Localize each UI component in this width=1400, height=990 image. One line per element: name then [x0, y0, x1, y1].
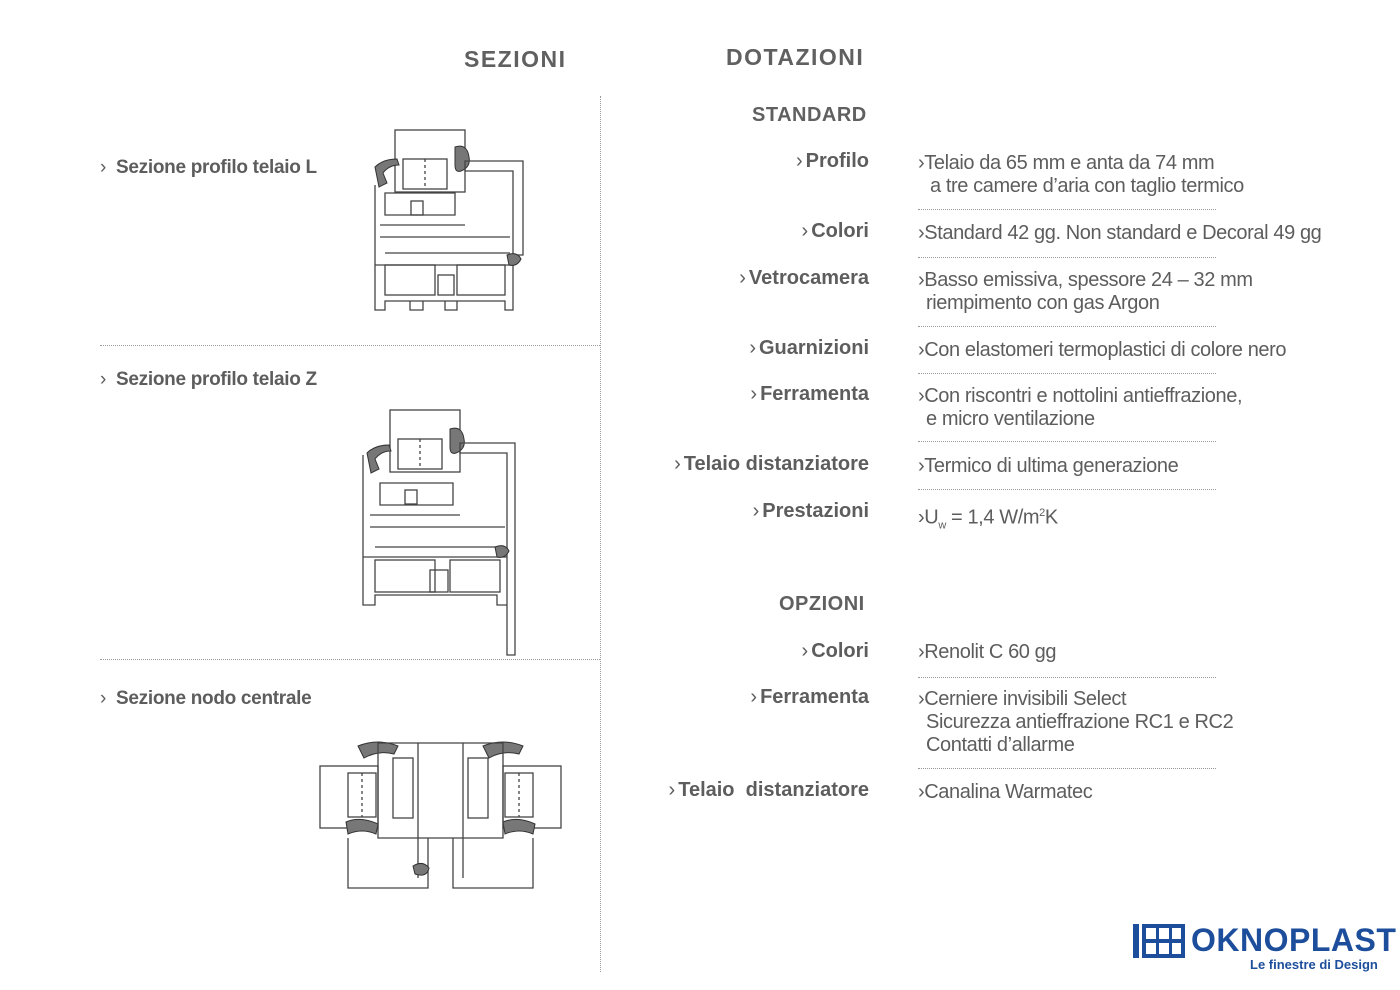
label-telaio-distanziatore: ›Telaio distanziatore [674, 453, 869, 475]
oknoplast-window-logo-icon [1133, 924, 1185, 958]
label-ferramenta: ›Ferramenta [750, 383, 869, 405]
row-divider [918, 209, 1216, 210]
row-divider [918, 257, 1216, 258]
profile-L-drawing [374, 129, 524, 311]
section-label-nodo-centrale: ›Sezione nodo centrale [100, 688, 312, 709]
value-telaio-distanziatore: ›Termico di ultima generazione [918, 455, 1179, 477]
value-opzioni-telaio-distanziatore: ›Canalina Warmatec [918, 781, 1093, 803]
vertical-divider [600, 96, 601, 972]
value-guarnizioni: ›Con elastomeri termoplastici di colore … [918, 339, 1287, 361]
standard-heading: STANDARD [752, 104, 867, 126]
label-colori: ›Colori [801, 220, 869, 242]
section-divider-1 [100, 345, 600, 346]
chevron-icon: › [100, 688, 107, 709]
value-ferramenta: ›Con riscontri e nottolini antieffrazion… [918, 385, 1243, 430]
opzioni-heading: OPZIONI [779, 593, 865, 615]
label-vetrocamera: ›Vetrocamera [739, 267, 869, 289]
label-opzioni-ferramenta: ›Ferramenta [750, 686, 869, 708]
row-divider [918, 441, 1216, 442]
dotazioni-heading: DOTAZIONI [726, 44, 865, 70]
row-divider [918, 326, 1216, 327]
value-opzioni-colori: ›Renolit C 60 gg [918, 641, 1057, 663]
label-opzioni-telaio-distanziatore: ›Telaio distanziatore [668, 779, 869, 801]
oknoplast-logo: OKNOPLAST Le finestre di Design [1133, 922, 1396, 972]
logo-name: OKNOPLAST [1191, 922, 1397, 958]
row-divider [918, 373, 1216, 374]
label-profilo: ›Profilo [795, 150, 869, 172]
value-opzioni-ferramenta: ›Cerniere invisibili Select Sicurezza an… [918, 688, 1234, 756]
section-label-telaio-z: ›Sezione profilo telaio Z [100, 369, 317, 390]
chevron-icon: › [100, 369, 107, 390]
value-vetrocamera: ›Basso emissiva, spessore 24 – 32 mm rie… [918, 269, 1253, 314]
value-prestazioni: ›Uw = 1,4 W/m2K [918, 506, 1058, 532]
row-divider [918, 768, 1216, 769]
row-divider [918, 677, 1216, 678]
value-profilo: ›Telaio da 65 mm e anta da 74 mm a tre c… [918, 152, 1244, 197]
sezioni-heading: SEZIONI [464, 46, 567, 72]
label-opzioni-colori: ›Colori [801, 640, 869, 662]
logo-tagline: Le finestre di Design [1250, 957, 1378, 972]
central-node-drawing [319, 741, 562, 889]
section-divider-2 [100, 659, 600, 660]
value-colori: ›Standard 42 gg. Non standard e Decoral … [918, 222, 1322, 244]
profile-Z-drawing [362, 409, 516, 656]
label-guarnizioni: ›Guarnizioni [749, 337, 869, 359]
row-divider [918, 489, 1216, 490]
chevron-icon: › [100, 157, 107, 178]
label-prestazioni: ›Prestazioni [752, 500, 869, 522]
section-label-telaio-l: ›Sezione profilo telaio L [100, 157, 317, 178]
